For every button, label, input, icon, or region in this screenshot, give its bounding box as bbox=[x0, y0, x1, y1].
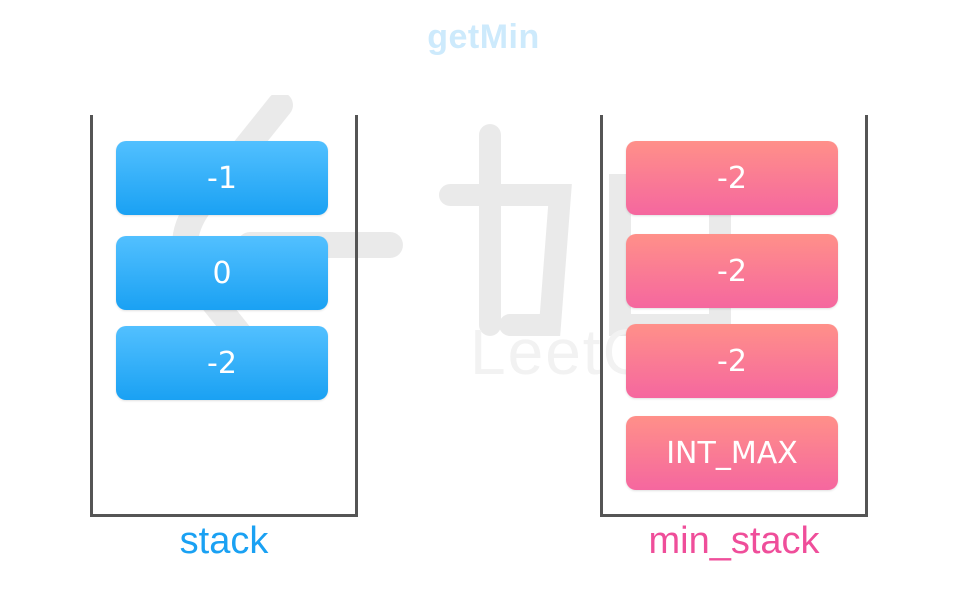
stack-container bbox=[90, 115, 358, 517]
stack-item: -1 bbox=[116, 141, 328, 215]
min-stack-container bbox=[600, 115, 868, 517]
min-stack-item: INT_MAX bbox=[626, 416, 838, 490]
min-stack-item: -2 bbox=[626, 324, 838, 398]
diagram-title: getMin bbox=[427, 18, 540, 56]
stack-item: 0 bbox=[116, 236, 328, 310]
min-stack-label: min_stack bbox=[648, 520, 820, 562]
stack-item: -2 bbox=[116, 326, 328, 400]
stack-label: stack bbox=[179, 520, 269, 562]
min-stack-item: -2 bbox=[626, 234, 838, 308]
min-stack-item: -2 bbox=[626, 141, 838, 215]
